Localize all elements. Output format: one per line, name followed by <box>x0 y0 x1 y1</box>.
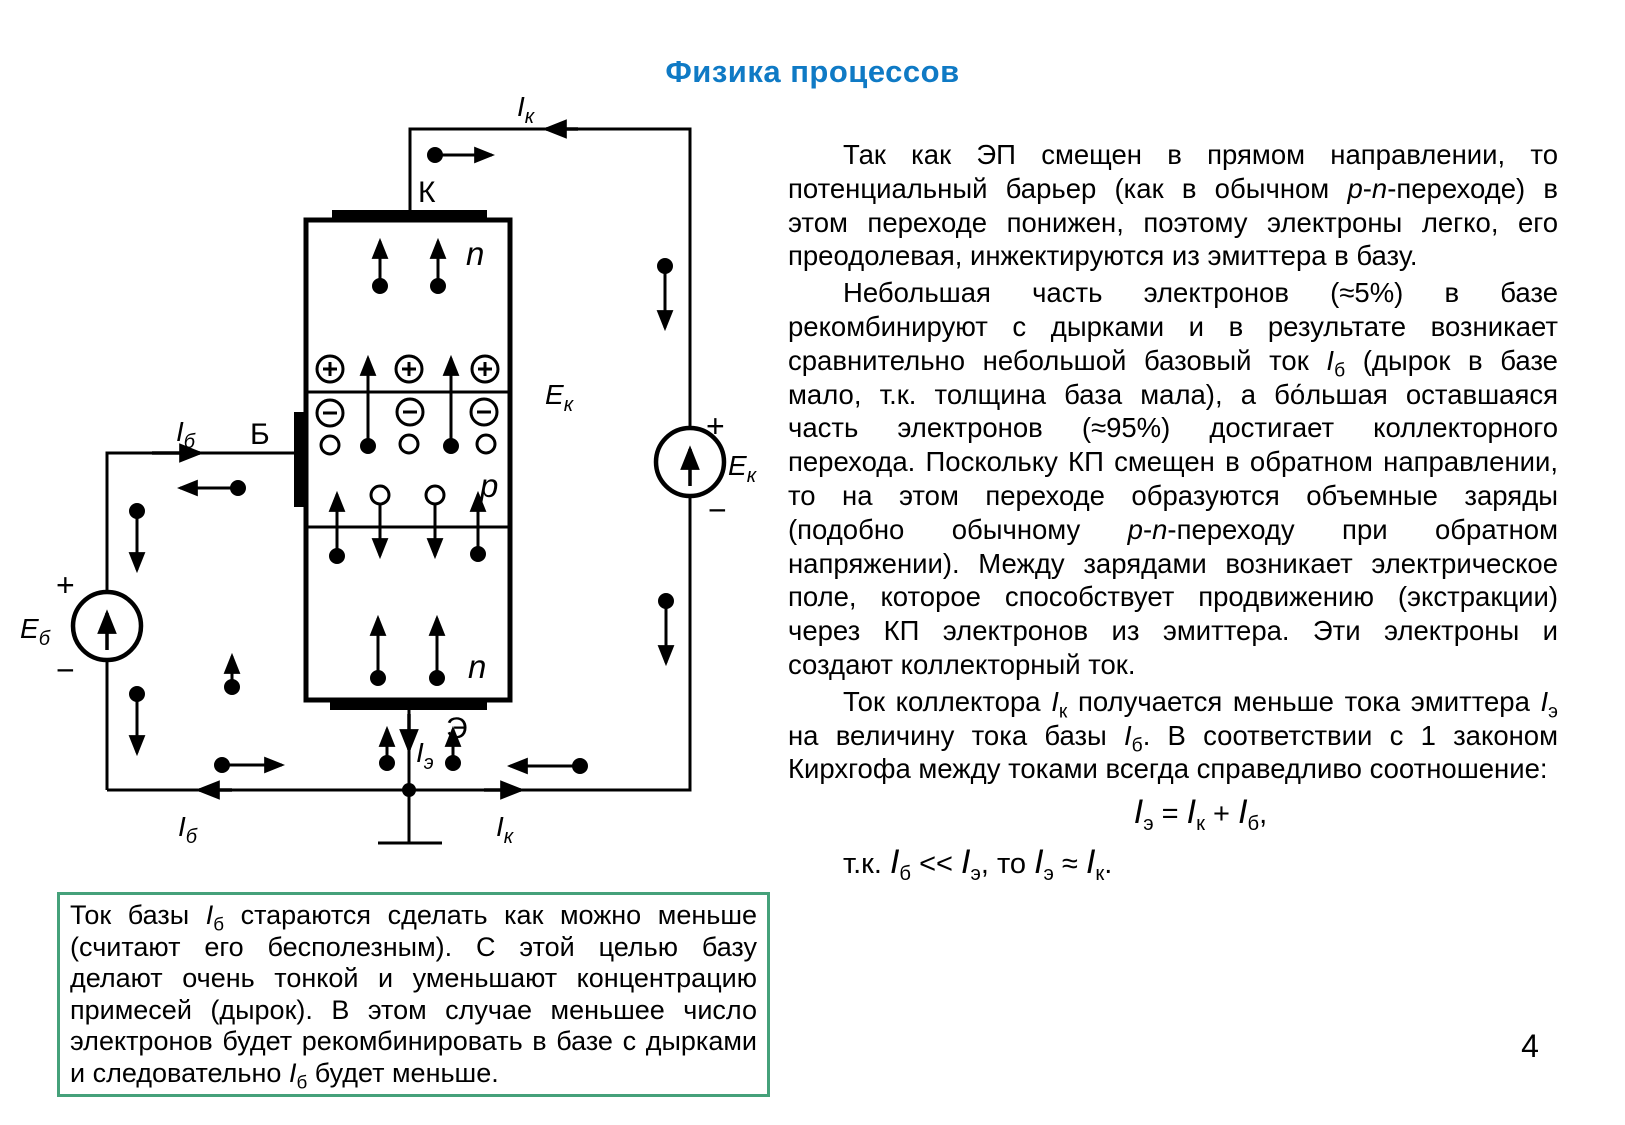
label-minus-right: − <box>708 492 727 528</box>
collector-contact <box>332 210 487 221</box>
base-contact <box>294 412 306 507</box>
label-ik-top: Iк <box>517 91 536 128</box>
label-eb-battery: Eб <box>20 613 51 650</box>
note-box: Ток базы Iб стараются сделать как можно … <box>57 892 770 1097</box>
electron-arrows <box>128 146 675 775</box>
transistor-structure <box>294 210 513 710</box>
label-ib-left: Iб <box>176 416 196 453</box>
label-n-top: n <box>466 235 484 272</box>
label-emitter: Э <box>446 712 468 745</box>
label-p-region: p <box>479 467 498 504</box>
current-direction-arrows <box>152 119 578 800</box>
positive-ion-icons <box>315 354 500 384</box>
label-ek-field: Eк <box>545 379 575 416</box>
battery-ek-icon <box>653 425 727 499</box>
label-ie: Iэ <box>416 737 434 774</box>
battery-eb-icon <box>70 589 144 663</box>
formula-approximation-note: т.к. Iб << Iэ, то Iэ ≈ Iк. <box>843 843 1113 885</box>
label-n-bottom: n <box>468 648 486 685</box>
main-text-column: Так как ЭП смещен в прямом направлении, … <box>788 138 1558 889</box>
label-ik-bottom: Iк <box>496 811 515 848</box>
page-number: 4 <box>1521 1028 1539 1064</box>
ground-icon <box>378 783 442 845</box>
circuit-wires <box>105 127 692 792</box>
label-plus-right: + <box>706 408 725 444</box>
label-ek-battery: Eк <box>728 450 758 487</box>
hole-arrows <box>371 505 444 560</box>
negative-ion-icons <box>315 397 499 428</box>
paragraph-1: Так как ЭП смещен в прямом направлении, … <box>788 139 1558 272</box>
label-base: Б <box>250 418 270 451</box>
kirchhoff-formula: Iэ = Iк + Iб, <box>1133 793 1268 835</box>
page-title: Физика процессов <box>665 54 960 89</box>
label-collector: К <box>418 176 436 209</box>
label-minus-left: − <box>56 652 75 688</box>
emitter-contact <box>330 699 487 710</box>
hole-icons <box>319 433 497 506</box>
label-plus-left: + <box>56 567 75 603</box>
paragraph-3: Ток коллектора Iк получается меньше тока… <box>788 685 1558 785</box>
label-ib-bottom: Iб <box>178 811 198 848</box>
paragraph-2: Небольшая часть электронов (≈5%) в базе … <box>788 277 1558 680</box>
